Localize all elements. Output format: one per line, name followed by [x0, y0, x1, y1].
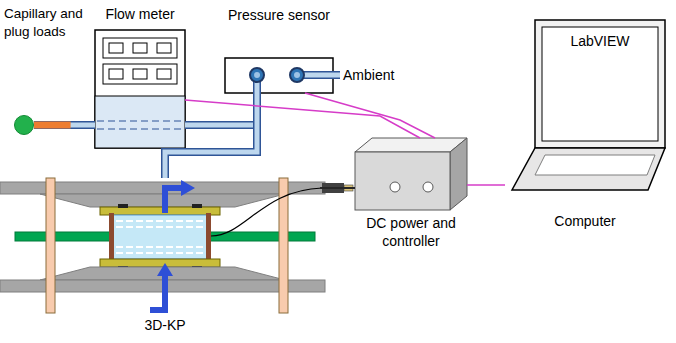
dc-power-node: DC power and controller: [355, 138, 467, 210]
connector: [165, 93, 257, 178]
connector: [467, 185, 505, 186]
connector: [34, 125, 95, 126]
pipe-wall: [165, 93, 257, 178]
signal-wire: [185, 100, 420, 138]
power-cable: [320, 187, 355, 189]
port: [290, 68, 304, 82]
pipe: [300, 71, 340, 79]
pipe-core: [34, 123, 95, 128]
pipe: [300, 73, 340, 78]
pipe-core: [165, 93, 257, 178]
box-side: [450, 138, 467, 210]
label-text: Flow meter: [105, 5, 174, 23]
pipe-wall: [34, 121, 95, 129]
keyboard: [535, 155, 655, 175]
connector: [320, 188, 355, 189]
stack-layers: [116, 221, 204, 253]
connector: [185, 100, 420, 138]
flow-arrow: [150, 275, 165, 310]
signal-wire: [305, 93, 435, 138]
flow-channel: [97, 121, 183, 122]
screen: [542, 27, 658, 141]
kp-device: [0, 178, 353, 313]
port-hole: [294, 72, 300, 78]
flow-meter-body: [95, 30, 185, 148]
label-text: Pressure sensor: [228, 6, 330, 24]
computer-node: LabVIEWComputer: [505, 20, 667, 190]
pad: [118, 204, 128, 208]
kp-device-node: 3D-KP: [10, 178, 320, 313]
end-plate: [109, 213, 114, 261]
label-text: Computer: [554, 212, 615, 230]
display: [103, 64, 177, 84]
load-node: Capillary and plug loads: [14, 115, 34, 135]
bottom-plate: [100, 259, 220, 267]
pad: [192, 204, 202, 208]
signal-wire: [467, 184, 505, 186]
screen-frame: [535, 20, 665, 148]
flow-meter-node: Flow meter: [95, 30, 185, 148]
flow-arrow: [165, 188, 182, 213]
label-text: 3D-KP: [144, 316, 185, 334]
socket: [423, 182, 433, 192]
port-hole: [254, 72, 260, 78]
label-text: LabVIEW: [570, 32, 629, 50]
box-front: [355, 152, 450, 210]
display: [103, 38, 177, 58]
flow-arrow-head: [157, 263, 173, 276]
flow-channel: [97, 129, 183, 130]
flow-meter-base: [95, 96, 185, 148]
lead-wire: [211, 188, 322, 236]
connector: [305, 93, 435, 138]
pressure-sensor: [225, 58, 340, 93]
laptop-base: [512, 148, 665, 190]
label-text: DC power and controller: [355, 214, 467, 250]
stack: [113, 215, 207, 259]
top-plate: [100, 207, 220, 215]
end-plate: [206, 213, 211, 261]
port: [250, 68, 264, 82]
laptop: [512, 20, 665, 190]
bolt: [46, 178, 55, 313]
display-digits: [109, 43, 171, 79]
dc-power-box: [355, 138, 467, 210]
box-top: [355, 138, 467, 152]
socket: [390, 182, 400, 192]
flow-meter: [95, 30, 185, 148]
pressure-sensor-node: Pressure sensor: [225, 58, 333, 93]
capillary: [34, 122, 71, 129]
label-text: Capillary and plug loads: [4, 5, 94, 40]
flow-arrow-head: [181, 180, 195, 196]
label-text: Ambient: [343, 66, 394, 84]
